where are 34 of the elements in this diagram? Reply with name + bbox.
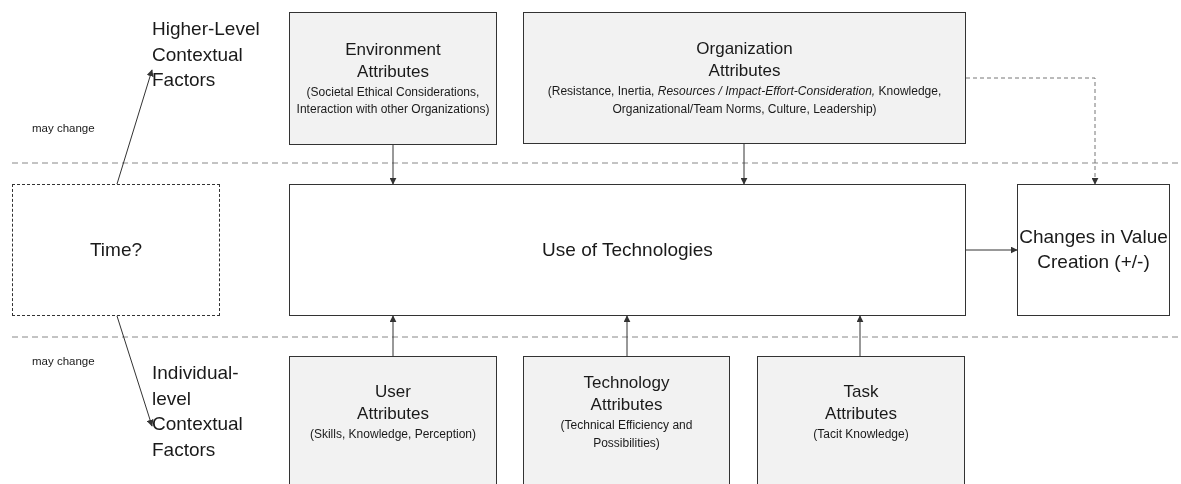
arrow	[389, 144, 397, 185]
process-box	[1017, 184, 1170, 316]
box-title: Task Attributes	[824, 380, 898, 425]
box-description: (Tacit Knowledge)	[812, 425, 910, 443]
box-title: Time?	[89, 237, 143, 262]
attribute-box	[523, 356, 730, 484]
box-description: (Societal Ethical Considerations, Interaction with other Organizations)	[295, 83, 491, 119]
attribute-box	[523, 12, 966, 144]
attribute-box	[289, 356, 497, 484]
box-description: (Technical Efficiency and Possibilities)	[559, 417, 694, 452]
box-title: Environment Attributes	[344, 38, 442, 83]
edge-label: may change	[30, 122, 97, 134]
box-title: Changes in Value Creation (+/-)	[1018, 225, 1169, 274]
arrow	[856, 315, 864, 357]
box-title: Technology Attributes	[582, 372, 671, 417]
box-title: Organization Attributes	[695, 38, 794, 83]
box-description: (Resistance, Inertia, Resources / Impact-Effort-Consideration, Knowledge, Organizational/Team Norms, Culture, Leadership)	[546, 83, 943, 118]
arrow	[389, 315, 397, 357]
arrow	[740, 143, 748, 185]
arrow	[965, 246, 1018, 254]
arrow	[116, 69, 154, 185]
factor-label: Individual-level Contextual Factors	[152, 361, 244, 462]
box-title: User Attributes	[356, 380, 430, 425]
factor-label: Higher-Level Contextual Factors	[152, 17, 261, 93]
box-description: (Skills, Knowledge, Perception)	[308, 425, 478, 443]
edge-label: may change	[30, 355, 97, 367]
process-box	[289, 184, 966, 316]
arrow	[116, 315, 154, 427]
arrow	[623, 315, 631, 357]
attribute-box	[757, 356, 965, 484]
dashed-box	[12, 184, 220, 316]
dashed-arrow	[965, 77, 1099, 185]
attribute-box	[289, 12, 497, 145]
box-title: Use of Technologies	[542, 237, 713, 262]
